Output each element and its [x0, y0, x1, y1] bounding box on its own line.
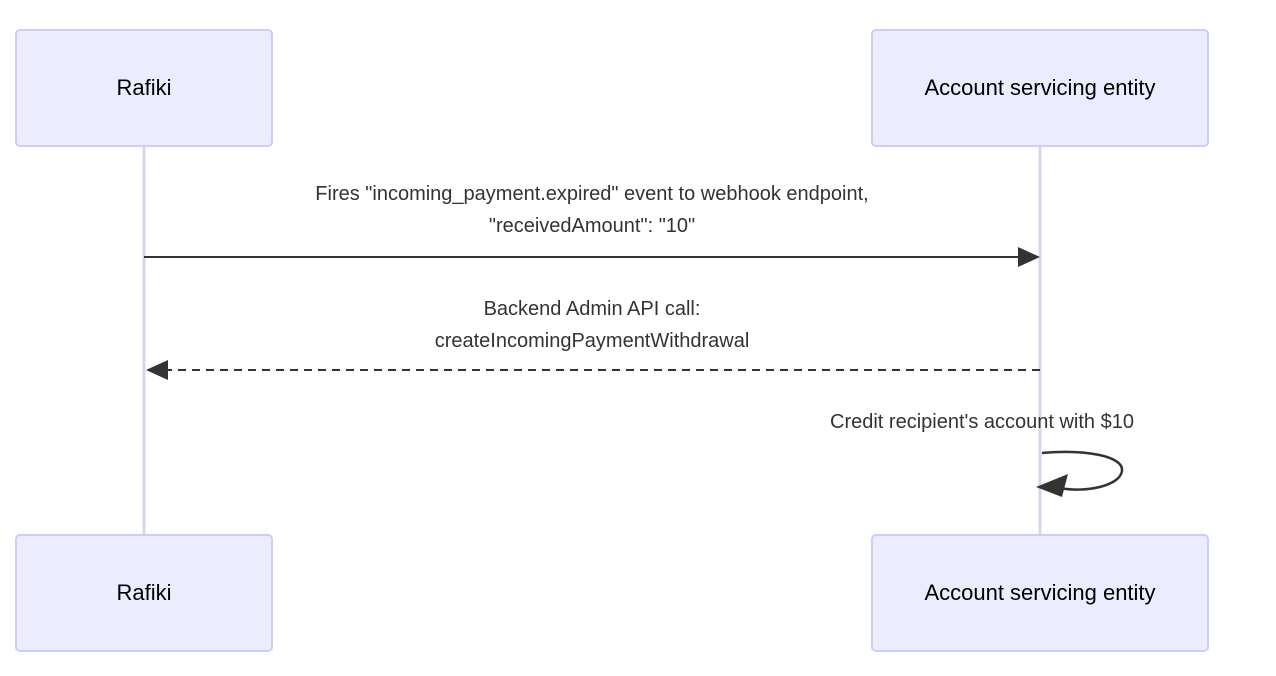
participant-label-ase-top: Account servicing entity	[924, 75, 1155, 100]
participant-top-rafiki[interactable]: Rafiki	[15, 29, 273, 147]
message-1-label-line-2: "receivedAmount": "10"	[489, 215, 695, 237]
message-1-arrowhead-icon	[1018, 247, 1040, 267]
participant-bottom-account-servicing-entity[interactable]: Account servicing entity	[871, 534, 1209, 652]
participant-label-rafiki-bottom: Rafiki	[116, 580, 171, 605]
participant-label-ase-bottom: Account servicing entity	[924, 580, 1155, 605]
message-3-label-line-1: Credit recipient's account with $10	[830, 411, 1134, 433]
participant-bottom-rafiki[interactable]: Rafiki	[15, 534, 273, 652]
message-2-label-line-2: createIncomingPaymentWithdrawal	[435, 330, 750, 352]
message-3-self-loop-path[interactable]	[1041, 450, 1124, 491]
participant-box-rafiki-top[interactable]	[15, 29, 273, 147]
message-2-group[interactable]: Backend Admin API call: createIncomingPa…	[146, 298, 1040, 380]
participant-box-ase-bottom[interactable]	[871, 534, 1209, 652]
message-2-label-line-1: Backend Admin API call:	[484, 298, 701, 320]
message-1-group[interactable]: Fires "incoming_payment.expired" event t…	[144, 183, 1040, 267]
participant-label-rafiki-top: Rafiki	[116, 75, 171, 100]
participant-top-account-servicing-entity[interactable]: Account servicing entity	[871, 29, 1209, 147]
message-1-label-line-1: Fires "incoming_payment.expired" event t…	[315, 183, 868, 205]
participant-box-rafiki-bottom[interactable]	[15, 534, 273, 652]
participant-box-ase-top[interactable]	[871, 29, 1209, 147]
message-3-arrowhead-icon	[1036, 474, 1068, 497]
message-3-group[interactable]: Credit recipient's account with $10	[830, 411, 1134, 497]
message-2-arrowhead-icon	[146, 360, 168, 380]
